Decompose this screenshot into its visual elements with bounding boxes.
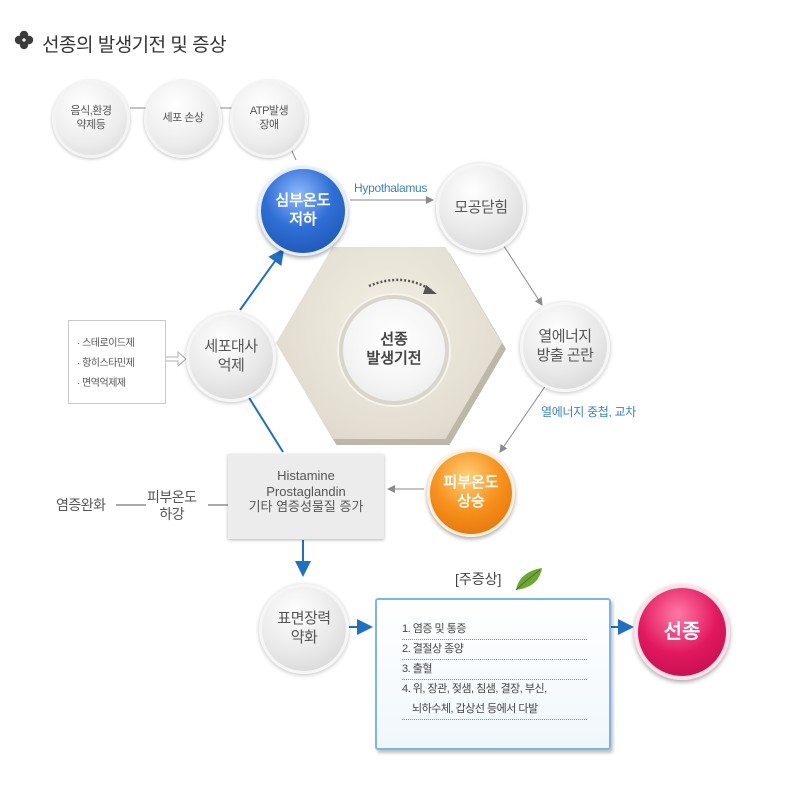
node-pore-closure: 모공닫힘 (436, 163, 526, 253)
node-adenoma: 선종 (634, 584, 730, 680)
mediator-line: Prostaglandin (266, 483, 346, 499)
drug-item: · 면역억제제 (77, 378, 126, 389)
label-inflammation-relief: 염증완화 (56, 497, 106, 513)
leaf-icon (515, 568, 542, 591)
symptom-item: 3. 출혈 (402, 660, 587, 680)
drug-item: · 스테로이드제 (77, 338, 135, 349)
arrow-drugs-metabolism (166, 350, 187, 368)
mediator-line: 기타 염증성물질 증가 (248, 499, 364, 515)
line-mediators-metabolism (247, 395, 284, 453)
drug-list-box: · 스테로이드제 · 항히스타민제 · 면역억제제 (68, 320, 166, 404)
arrow-pores-heat (499, 239, 543, 306)
rotation-arrow-icon (368, 278, 437, 294)
page-title: 선종의 발생기전 및 증상 (42, 35, 227, 56)
clover-icon (14, 30, 34, 50)
symptom-item-continued: 뇌하수체, 갑상선 등에서 다발 (402, 700, 587, 720)
symptoms-box: 1. 염증 및 통증 2. 결절상 종양 3. 출혈 4. 위, 장관, 젖샘,… (375, 598, 611, 750)
arrow-metabolism-coretemp (239, 248, 285, 311)
drug-item: · 항히스타민제 (77, 358, 135, 369)
chain-node-cell-damage: 세포 손상 (144, 80, 222, 158)
label-heat-overlap: 열에너지 중첩, 교차 (541, 405, 637, 419)
symptom-item: 2. 결절상 종양 (402, 640, 587, 660)
symptom-item: 4. 위, 장관, 젖샘, 침샘, 결장, 부신, (402, 683, 547, 695)
symptoms-title: [주증상] (455, 571, 502, 587)
label-hypothalamus: Hypothalamus (354, 181, 428, 195)
mediator-line: Histamine (277, 468, 335, 483)
mediators-box: Histamine Prostaglandin 기타 염증성물질 증가 (228, 454, 384, 539)
symptom-item: 1. 염증 및 통증 (402, 620, 587, 640)
